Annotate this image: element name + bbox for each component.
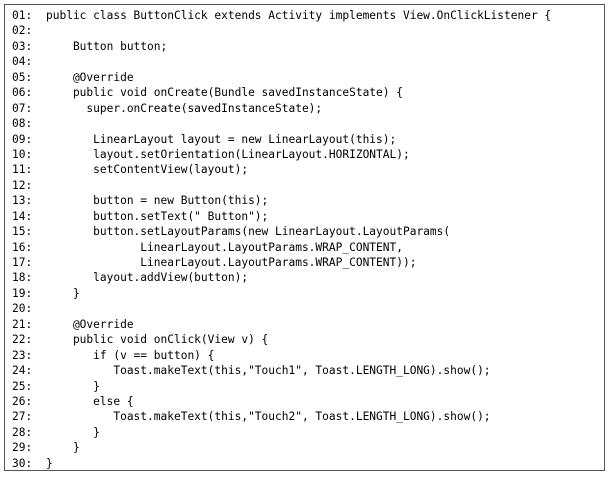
- code-line: 01: public class ButtonClick extends Acti…: [12, 8, 604, 23]
- line-number: 24:: [12, 364, 33, 378]
- line-number: 26:: [12, 394, 33, 408]
- line-number: 18:: [12, 271, 33, 285]
- code-line: 07: super.onCreate(savedInstanceState);: [12, 101, 604, 116]
- line-code: setContentView(layout);: [46, 163, 249, 177]
- line-code: super.onCreate(savedInstanceState);: [46, 101, 323, 115]
- line-code: [46, 301, 604, 316]
- line-number: 07:: [12, 101, 33, 115]
- line-number: 11:: [12, 163, 33, 177]
- code-line: 04:: [12, 54, 604, 69]
- code-line: 27: Toast.makeText(this,"Touch2", Toast.…: [12, 409, 604, 424]
- line-code: layout.addView(button);: [46, 271, 249, 285]
- code-line: 16: LinearLayout.LayoutParams.WRAP_CONTE…: [12, 240, 604, 255]
- code-line: 29: }: [12, 440, 604, 455]
- code-line: 21: @Override: [12, 317, 604, 332]
- line-number: 14:: [12, 209, 33, 223]
- line-code: Toast.makeText(this,"Touch2", Toast.LENG…: [46, 410, 491, 424]
- line-code: }: [46, 441, 80, 455]
- code-line: 19: }: [12, 286, 604, 301]
- line-code: }: [46, 425, 100, 439]
- code-line: 20:: [12, 301, 604, 316]
- code-line: 08:: [12, 116, 604, 131]
- line-code: button.setText(" Button");: [46, 209, 269, 223]
- line-number: 09:: [12, 132, 33, 146]
- line-number: 06:: [12, 86, 33, 100]
- line-number: 12:: [12, 178, 33, 192]
- code-line: 23: if (v == button) {: [12, 348, 604, 363]
- line-code: [46, 23, 604, 38]
- line-code: LinearLayout.LayoutParams.WRAP_CONTENT,: [46, 240, 403, 254]
- line-code: LinearLayout layout = new LinearLayout(t…: [46, 132, 397, 146]
- code-line: 11: setContentView(layout);: [12, 162, 604, 177]
- code-line: 15: button.setLayoutParams(new LinearLay…: [12, 224, 604, 239]
- code-line: 24: Toast.makeText(this,"Touch1", Toast.…: [12, 363, 604, 378]
- line-number: 01:: [12, 9, 33, 22]
- line-number: 02:: [12, 24, 33, 38]
- code-line: 28: }: [12, 425, 604, 440]
- line-code: public void onClick(View v) {: [46, 333, 269, 347]
- line-code: @Override: [46, 317, 134, 331]
- line-code: button = new Button(this);: [46, 194, 269, 208]
- code-line: 03: Button button;: [12, 39, 604, 54]
- code-line: 12:: [12, 178, 604, 193]
- line-code: }: [46, 456, 53, 470]
- line-code: [46, 116, 604, 131]
- line-code: Button button;: [46, 39, 168, 53]
- code-line: 06: public void onCreate(Bundle savedIns…: [12, 85, 604, 100]
- line-code: Toast.makeText(this,"Touch1", Toast.LENG…: [46, 364, 491, 378]
- line-number: 25:: [12, 379, 33, 393]
- line-number: 29:: [12, 441, 33, 455]
- line-number: 15:: [12, 225, 33, 239]
- line-code: button.setLayoutParams(new LinearLayout.…: [46, 225, 451, 239]
- line-code: [46, 178, 604, 193]
- line-number: 23:: [12, 348, 33, 362]
- line-number: 19:: [12, 286, 33, 300]
- line-code: @Override: [46, 70, 134, 84]
- code-line: 13: button = new Button(this);: [12, 193, 604, 208]
- line-number: 16:: [12, 240, 33, 254]
- line-number: 28:: [12, 425, 33, 439]
- line-code: }: [46, 286, 80, 300]
- code-line: 17: LinearLayout.LayoutParams.WRAP_CONTE…: [12, 255, 604, 270]
- line-number: 13:: [12, 194, 33, 208]
- code-line: 05: @Override: [12, 70, 604, 85]
- code-line: 30:}: [12, 456, 604, 471]
- line-number: 10:: [12, 147, 33, 161]
- line-code: [46, 54, 604, 69]
- line-code: if (v == button) {: [46, 348, 215, 362]
- line-number: 21:: [12, 317, 33, 331]
- code-line: 22: public void onClick(View v) {: [12, 332, 604, 347]
- line-code: else {: [46, 394, 134, 408]
- code-listing: 01: public class ButtonClick extends Acti…: [4, 4, 605, 471]
- line-code: public void onCreate(Bundle savedInstanc…: [46, 86, 403, 100]
- code-line: 14: button.setText(" Button");: [12, 209, 604, 224]
- code-line: 02:: [12, 23, 604, 38]
- line-code: public class ButtonClick extends Activit…: [46, 9, 552, 22]
- line-code: layout.setOrientation(LinearLayout.HORIZ…: [46, 147, 410, 161]
- line-number: 27:: [12, 410, 33, 424]
- line-number: 30:: [12, 456, 33, 470]
- code-line: 09: LinearLayout layout = new LinearLayo…: [12, 132, 604, 147]
- line-number: 03:: [12, 39, 33, 53]
- line-code: LinearLayout.LayoutParams.WRAP_CONTENT))…: [46, 256, 417, 269]
- line-number: 22:: [12, 333, 33, 347]
- line-number: 05:: [12, 70, 33, 84]
- line-code: }: [46, 379, 100, 393]
- code-line: 10: layout.setOrientation(LinearLayout.H…: [12, 147, 604, 162]
- code-line: 18: layout.addView(button);: [12, 270, 604, 285]
- line-number: 04:: [12, 55, 33, 69]
- code-line: 26: else {: [12, 394, 604, 409]
- line-number: 17:: [12, 256, 33, 269]
- code-line: 25: }: [12, 379, 604, 394]
- line-number: 08:: [12, 117, 33, 131]
- line-number: 20:: [12, 302, 33, 316]
